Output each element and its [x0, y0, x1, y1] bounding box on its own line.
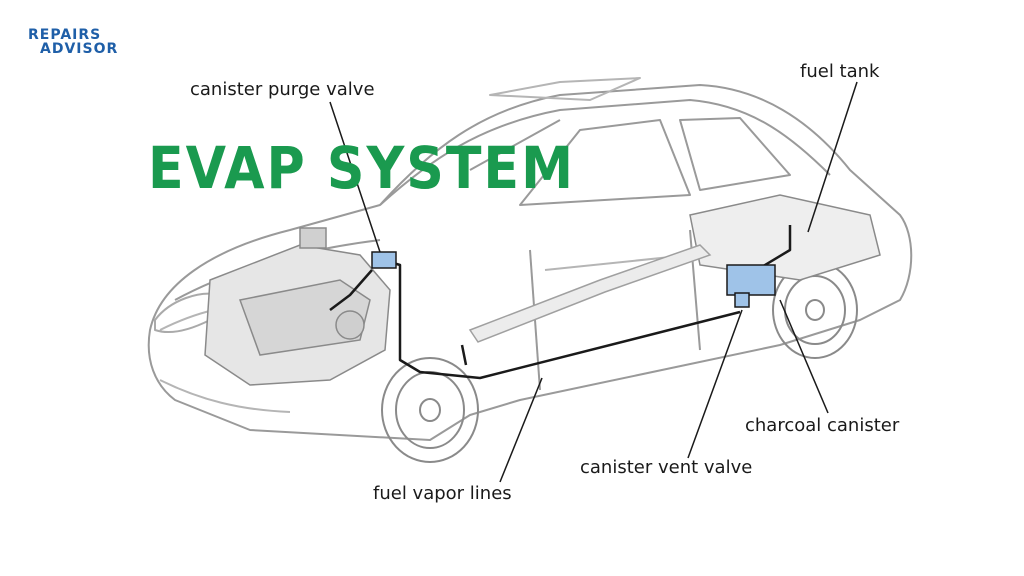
charcoal-canister-component [726, 264, 776, 296]
diagram-title: EVAP SYSTEM [148, 134, 576, 202]
front-wheel [381, 357, 479, 463]
label-purge-valve: canister purge valve [190, 79, 375, 100]
vent-valve-component [734, 292, 750, 308]
label-fuel-tank: fuel tank [800, 61, 880, 82]
label-vent-valve: canister vent valve [580, 457, 753, 478]
engine [204, 227, 391, 386]
purge-valve-component [371, 251, 397, 269]
label-vapor-lines: fuel vapor lines [373, 483, 512, 504]
brand-line2: ADVISOR [40, 41, 119, 57]
exhaust-pipe [468, 244, 712, 343]
leader-lines [329, 81, 858, 483]
brand-logo: REPAIRS ADVISOR [28, 28, 118, 56]
fuel-tank-shape [689, 194, 881, 281]
car-outline [147, 77, 913, 441]
brand-line1: REPAIRS [28, 27, 102, 43]
label-charcoal-canister: charcoal canister [745, 415, 900, 436]
